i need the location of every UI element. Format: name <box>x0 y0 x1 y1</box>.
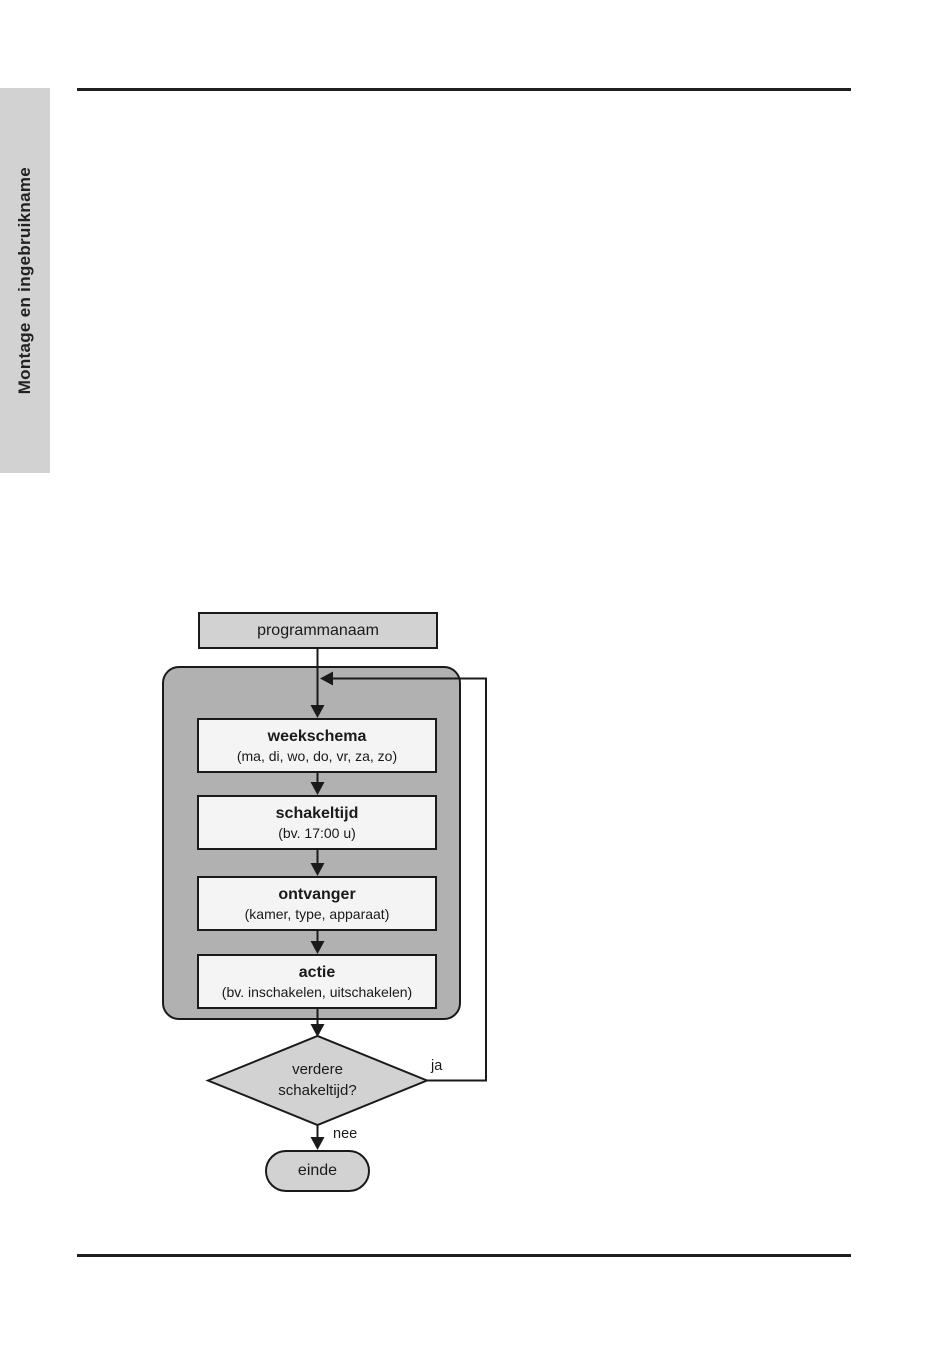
step-node-actie: actie (bv. inschakelen, uitschakelen) <box>197 954 437 1009</box>
step-subtitle: (kamer, type, apparaat) <box>244 905 390 922</box>
step-subtitle: (bv. 17:00 u) <box>278 824 356 841</box>
top-rule <box>77 88 851 91</box>
decision-label-line2: schakeltijd? <box>278 1081 357 1099</box>
branch-yes-label: ja <box>431 1058 443 1074</box>
start-node-label: programmanaam <box>257 621 379 639</box>
arrowhead-down-icon <box>310 1137 325 1150</box>
step-subtitle: (ma, di, wo, do, vr, za, zo) <box>236 747 398 764</box>
decision-label-line1: verdere <box>292 1061 343 1079</box>
end-node-label: einde <box>297 1162 338 1179</box>
step-subtitle: (bv. inschakelen, uitschakelen) <box>221 983 413 1000</box>
step-node-weekschema: weekschema (ma, di, wo, do, vr, za, zo) <box>197 718 437 773</box>
branch-no-label: nee <box>333 1126 358 1142</box>
step-title: actie <box>298 963 336 981</box>
chapter-tab-label: Montage en ingebruikname <box>15 166 34 395</box>
step-title: weekschema <box>267 727 367 745</box>
chapter-tab: Montage en ingebruikname <box>0 88 50 473</box>
bottom-rule <box>77 1254 851 1257</box>
decision-label: verdere schakeltijd? <box>207 1036 428 1125</box>
start-node: programmanaam <box>198 612 438 649</box>
end-node: einde <box>265 1150 370 1192</box>
step-node-ontvanger: ontvanger (kamer, type, apparaat) <box>197 876 437 931</box>
step-title: schakeltijd <box>275 804 359 822</box>
step-title: ontvanger <box>278 885 356 903</box>
step-node-schakeltijd: schakeltijd (bv. 17:00 u) <box>197 795 437 850</box>
